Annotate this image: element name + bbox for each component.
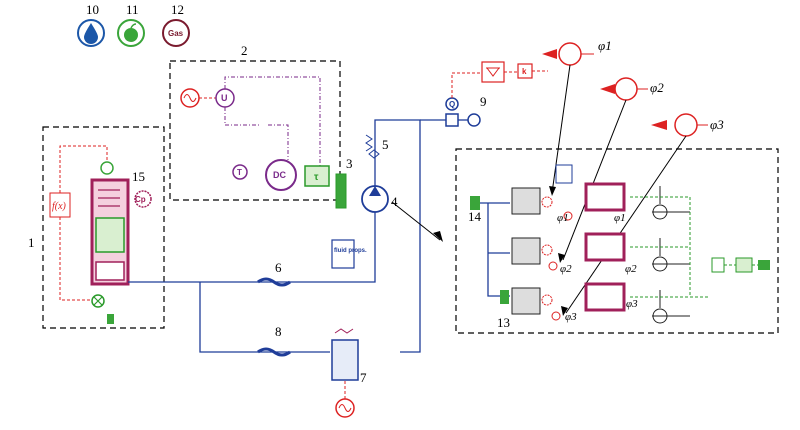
gas-icon: Gas <box>162 19 190 47</box>
signal-line-1a <box>59 145 108 193</box>
function-block-label: f(x) <box>52 201 67 212</box>
engine-sink-icon <box>758 260 770 270</box>
phi-source-1 <box>542 42 594 66</box>
label-8: 8 <box>275 324 282 339</box>
control-valve-7 <box>331 339 359 381</box>
hydraulic-line-8 <box>199 282 330 353</box>
label-13: 13 <box>497 315 510 330</box>
relief-spring-icon <box>365 134 373 152</box>
dc-motor-label: DC <box>273 170 286 180</box>
gas-text: Gas <box>168 29 184 38</box>
cylinder-2 <box>584 232 626 262</box>
row-phi-3: φ3 <box>565 311 577 323</box>
label-7: 7 <box>360 370 367 385</box>
injector-row-2: φ2 φ2 <box>511 232 690 275</box>
label-12: 12 <box>171 2 184 17</box>
electric-wiring <box>224 76 321 180</box>
fluid-props-label: fluid props. <box>334 248 367 254</box>
hose-6-icon <box>257 277 291 287</box>
temperature-label: T <box>237 168 242 177</box>
torque-label: τ <box>314 172 319 183</box>
label-9: 9 <box>480 94 487 109</box>
row-phi-2b: φ2 <box>625 263 637 275</box>
engine-load-block <box>735 257 753 273</box>
subsystem-box-2 <box>169 60 341 201</box>
injector-1 <box>511 187 541 215</box>
row-phi-2: φ2 <box>560 263 572 275</box>
crank-shaft-line <box>630 196 710 298</box>
dc-motor-icon <box>265 159 297 191</box>
fluid-props-block <box>331 239 355 269</box>
sensor-icon <box>100 161 114 175</box>
injector-row-3: φ3 φ3 <box>511 282 690 324</box>
label-10: 10 <box>86 2 99 17</box>
valve-block <box>95 261 125 281</box>
phi-source-3 <box>651 113 708 137</box>
torque-block <box>304 165 330 187</box>
coupling-block <box>335 173 347 209</box>
flow-sensor-label: Q <box>449 100 455 109</box>
label-11: 11 <box>126 2 139 17</box>
phi-source-2 <box>600 77 648 101</box>
temperature-icon <box>232 164 248 180</box>
label-6: 6 <box>275 260 282 275</box>
arrow-phi2 <box>562 99 627 261</box>
water-drop-icon <box>77 19 105 47</box>
injector-row-1: φ1 φ1 <box>511 182 690 224</box>
arrow-phi1 <box>551 64 571 194</box>
phi-label-1: φ1 <box>598 38 612 53</box>
cylinder-3 <box>584 282 626 312</box>
label-3: 3 <box>346 156 353 171</box>
fuel-tank-icon <box>470 196 480 210</box>
fuel-rail <box>480 202 510 297</box>
engine-fluid-props-block <box>555 164 573 184</box>
row-phi-1b: φ1 <box>614 212 626 224</box>
hydraulic-line-main <box>374 119 421 353</box>
check-valve-icon <box>368 149 380 159</box>
thermal-port-icon: Cp <box>134 190 152 208</box>
engine-fuel-system: 14 13 <box>468 196 510 330</box>
row-phi-1: φ1 <box>557 212 569 224</box>
fuel-filter-icon <box>500 290 509 304</box>
label-1: 1 <box>28 235 35 250</box>
signal-line-9 <box>451 72 481 98</box>
arrow-to-engine <box>391 201 441 241</box>
row-phi-3b: φ3 <box>626 298 638 310</box>
label-2: 2 <box>241 43 248 58</box>
apple-icon <box>117 19 145 47</box>
phi-label-3: φ3 <box>710 117 724 132</box>
piston-block <box>95 217 125 253</box>
injector-2 <box>511 237 541 265</box>
subsystem-box-1 <box>42 126 165 329</box>
engine-output-block <box>711 257 725 273</box>
hose-8-icon <box>257 347 291 357</box>
label-4: 4 <box>391 194 398 209</box>
voltage-label: U <box>221 93 228 103</box>
cylinder-1 <box>584 182 626 212</box>
signal-line-1b <box>59 217 92 301</box>
label-14: 14 <box>468 209 482 224</box>
injector-3 <box>511 287 541 315</box>
filter-block <box>481 61 505 83</box>
arrow-phi3 <box>565 135 687 314</box>
cp-label: Cp <box>135 195 146 204</box>
subsystem-box-engine <box>455 148 779 334</box>
hydraulic-line-6 <box>128 212 376 283</box>
gain-label: k <box>522 67 527 76</box>
connector-icon <box>107 314 114 324</box>
label-5: 5 <box>382 137 389 152</box>
spring-lines <box>98 189 120 207</box>
phi-label-2: φ2 <box>650 80 664 95</box>
label-15: 15 <box>132 169 145 184</box>
